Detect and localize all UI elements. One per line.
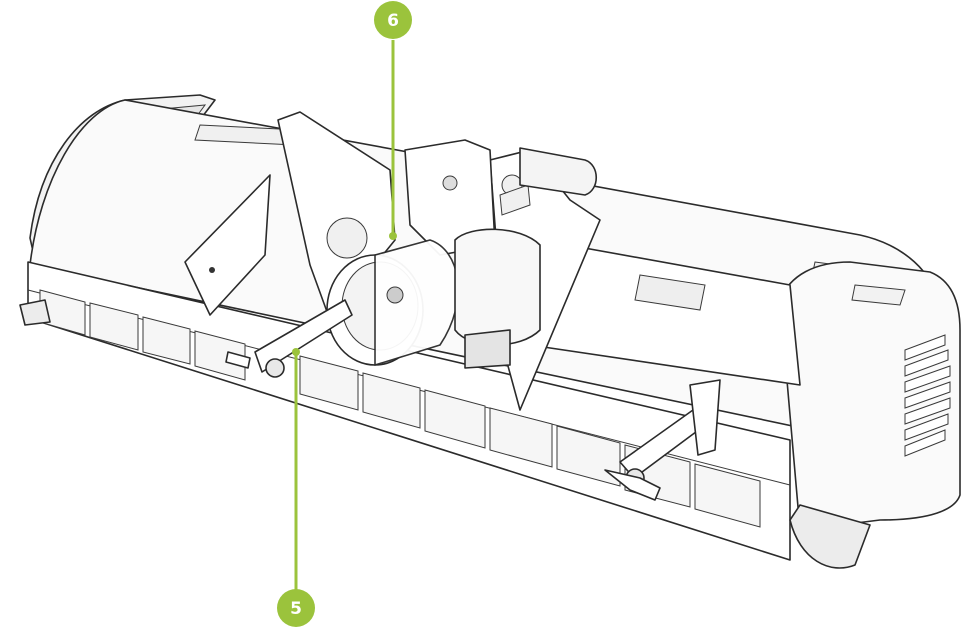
callout-6: 6 [374,1,412,240]
leader-end-dot [292,348,300,356]
right-lower-link [604,379,721,501]
leader-end-dot [389,232,397,240]
left-side-bracket [184,174,271,316]
right-gear-cover [779,261,961,531]
callout-badge [277,589,315,627]
callout-5: 5 [277,348,315,627]
callout-badge [374,1,412,39]
vent-grille [904,334,951,457]
callout-number: 6 [387,11,399,31]
gearbox-input [326,239,459,366]
left-lower-link [225,299,353,378]
flap-segments [39,289,761,528]
machine-drawing [19,94,961,569]
callout-number: 5 [290,599,302,619]
